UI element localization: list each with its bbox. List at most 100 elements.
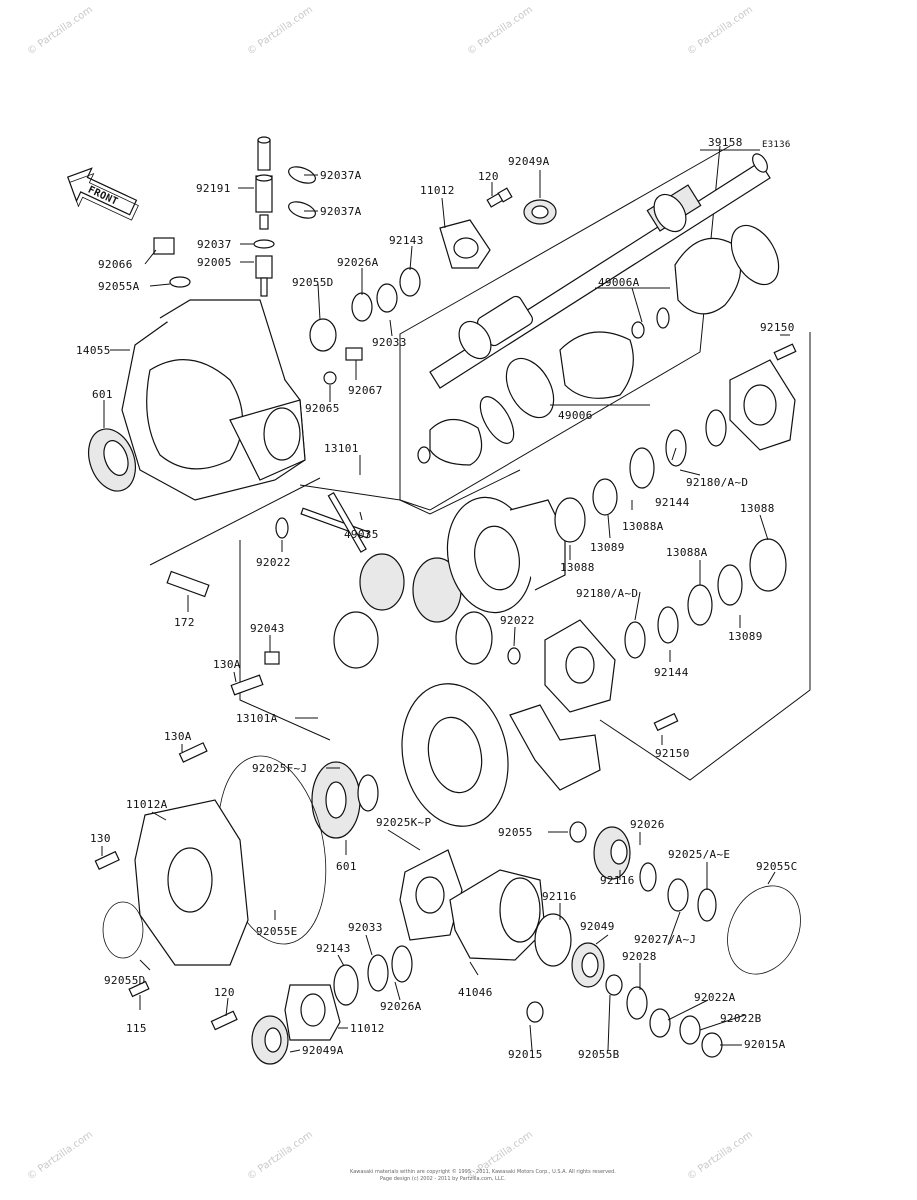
part-label-13089: 13089 <box>590 541 625 554</box>
part-label-92055D: 92055D <box>292 276 334 289</box>
part-label-92015A: 92015A <box>744 1038 786 1051</box>
part-label-92033: 92033 <box>372 336 407 349</box>
cover-11012A <box>94 742 249 998</box>
part-label-92180: 92180/A~D <box>686 476 748 489</box>
part-label-92116: 92116 <box>542 890 577 903</box>
part-label-49006A: 49006A <box>598 276 640 289</box>
part-label-13088: 13088 <box>560 561 595 574</box>
part-label-92037: 92037 <box>197 238 232 251</box>
breather-parts <box>153 136 316 297</box>
bearing-housing-11012-bottom <box>210 984 341 1065</box>
differential-gears <box>264 491 521 669</box>
copyright-text: Kawasaki materials within are copyright … <box>350 1168 616 1175</box>
seals-92033-92143-bottom <box>333 945 413 1006</box>
part-label-13088A: 13088A <box>622 520 664 533</box>
bearing-housing-11012-top <box>439 219 491 269</box>
diagram-code: E3136 <box>762 140 791 150</box>
part-label-13088A: 13088A <box>666 546 708 559</box>
bearing-601-top <box>88 428 136 492</box>
part-label-49006: 49006 <box>558 409 593 422</box>
part-label-13089: 13089 <box>728 630 763 643</box>
part-label-92180: 92180/A~D <box>576 587 638 600</box>
part-label-92049: 92049 <box>580 920 615 933</box>
seals-92055D-92026A-92143 <box>309 267 421 385</box>
part-label-92066: 92066 <box>98 258 133 271</box>
part-label-92055D: 92055D <box>104 974 146 987</box>
part-label-130A: 130A <box>164 730 192 743</box>
watermark: © Partzilla.com <box>465 4 535 57</box>
part-label-92055A: 92055A <box>98 280 140 293</box>
part-label-11012A: 11012A <box>126 798 168 811</box>
part-label-92022: 92022 <box>500 614 535 627</box>
part-label-172: 172 <box>174 616 195 629</box>
part-label-92049A: 92049A <box>508 155 550 168</box>
watermark: © Partzilla.com <box>685 1129 755 1182</box>
part-label-92037A: 92037A <box>320 169 362 182</box>
part-label-92026: 92026 <box>630 818 665 831</box>
part-label-120: 120 <box>214 986 235 999</box>
part-label-601: 601 <box>336 860 357 873</box>
watermark: © Partzilla.com <box>245 4 315 57</box>
bolt-120-top <box>486 187 513 208</box>
watermark: © Partzilla.com <box>25 4 95 57</box>
part-label-92033: 92033 <box>348 921 383 934</box>
part-label-13088: 13088 <box>740 502 775 515</box>
part-label-92025-A-E: 92025/A~E <box>668 848 730 861</box>
part-label-41046: 41046 <box>458 986 493 999</box>
part-label-92116: 92116 <box>600 874 635 887</box>
part-label-92065: 92065 <box>305 402 340 415</box>
watermark: © Partzilla.com <box>25 1129 95 1182</box>
plate-92025K-P <box>399 849 463 941</box>
part-label-115: 115 <box>126 1022 147 1035</box>
part-label-11012: 11012 <box>420 184 455 197</box>
part-label-13101: 13101 <box>324 442 359 455</box>
part-label-92005: 92005 <box>197 256 232 269</box>
copyright-text-2: Page design (c) 2002 - 2011 by Partzilla… <box>380 1176 506 1182</box>
ring-gear-13101A <box>230 674 601 827</box>
part-label-14055: 14055 <box>76 344 111 357</box>
part-label-13101A: 13101A <box>236 712 278 725</box>
part-label-92143: 92143 <box>389 234 424 247</box>
drive-shaft-39158 <box>429 153 771 389</box>
differential-case <box>446 409 727 614</box>
part-label-92191: 92191 <box>196 182 231 195</box>
part-label-92027: 92027/A~J <box>634 933 696 946</box>
right-side-gears <box>544 538 787 732</box>
watermark: © Partzilla.com <box>245 1129 315 1182</box>
part-label-120: 120 <box>478 170 499 183</box>
part-label-92026A: 92026A <box>337 256 379 269</box>
stud-172 <box>166 570 210 598</box>
bearing-601-bottom <box>311 761 379 839</box>
watermark: © Partzilla.com <box>685 4 755 57</box>
part-label-92025F-J: 92025F~J <box>252 762 307 775</box>
o-ring-92055C <box>727 885 801 975</box>
part-label-92055: 92055 <box>498 826 533 839</box>
part-label-92037A: 92037A <box>320 205 362 218</box>
part-label-92049A: 92049A <box>302 1044 344 1057</box>
part-label-92043: 92043 <box>250 622 285 635</box>
part-label-130A: 130A <box>213 658 241 671</box>
leader-lines <box>101 149 790 1053</box>
front-arrow-icon: FRONT <box>67 167 139 221</box>
part-label-11012: 11012 <box>350 1022 385 1035</box>
part-label-92055C: 92055C <box>756 860 798 873</box>
bearing-92116 <box>569 821 717 922</box>
part-label-92022: 92022 <box>256 556 291 569</box>
rubber-boots-49006A <box>417 224 780 466</box>
part-label-92055B: 92055B <box>578 1048 620 1061</box>
part-label-92015: 92015 <box>508 1048 543 1061</box>
part-label-130: 130 <box>90 832 111 845</box>
part-label-92067: 92067 <box>348 384 383 397</box>
part-label-601: 601 <box>92 388 113 401</box>
part-label-92022B: 92022B <box>720 1012 762 1025</box>
part-label-49035: 49035 <box>344 528 379 541</box>
part-label-92028: 92028 <box>622 950 657 963</box>
hub-92150-top <box>729 343 797 451</box>
part-label-92025K-P: 92025K~P <box>376 816 431 829</box>
part-label-39158: 39158 <box>708 136 743 149</box>
part-label-92144: 92144 <box>654 666 689 679</box>
oil-seal-92049-bottom <box>571 942 723 1058</box>
part-label-92150: 92150 <box>760 321 795 334</box>
axle-assembly-frame <box>149 145 811 781</box>
